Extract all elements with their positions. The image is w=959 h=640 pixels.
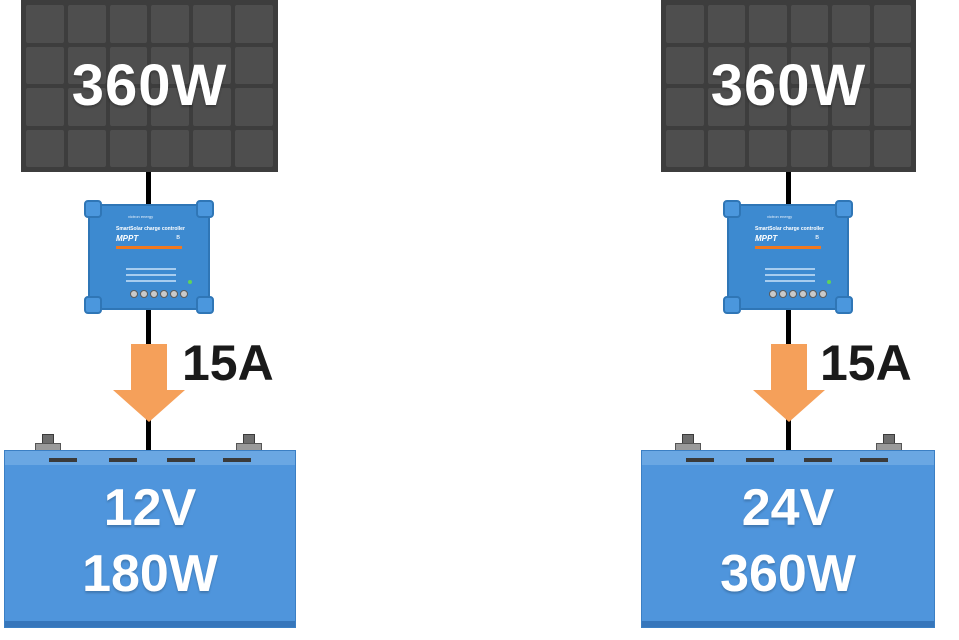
solar-panel-icon: 360W bbox=[21, 0, 278, 172]
battery-power-label: 360W bbox=[720, 545, 856, 603]
controller-type: MPPT bbox=[755, 234, 778, 243]
controller-brand: victron energy bbox=[767, 214, 793, 219]
solar-panel-icon: 360W bbox=[661, 0, 916, 172]
wire-panel-to-controller bbox=[786, 172, 791, 208]
controller-model: SmartSolar charge controller bbox=[116, 226, 185, 232]
panel-power-label: 360W bbox=[710, 53, 867, 118]
charge-current-label: 15A bbox=[182, 335, 274, 391]
bluetooth-icon: ʙ bbox=[176, 234, 180, 241]
battery-icon: 12V 180W bbox=[4, 450, 296, 628]
mppt-controller-icon: victron energy SmartSolar charge control… bbox=[723, 200, 853, 314]
controller-stripe bbox=[116, 246, 182, 249]
controller-model: SmartSolar charge controller bbox=[755, 226, 824, 232]
battery-voltage-label: 12V bbox=[103, 479, 197, 537]
controller-stripe bbox=[755, 246, 821, 249]
charge-current-label: 15A bbox=[820, 335, 912, 391]
status-led-icon bbox=[188, 280, 192, 284]
current-arrow-icon bbox=[753, 344, 825, 422]
battery-icon: 24V 360W bbox=[641, 450, 935, 628]
bluetooth-icon: ʙ bbox=[815, 234, 819, 241]
battery-terminal-negative-icon bbox=[675, 428, 701, 454]
controller-brand: victron energy bbox=[128, 214, 154, 219]
current-arrow-icon bbox=[113, 344, 185, 422]
system-24v: 360W victron energy SmartSolar charge co… bbox=[638, 0, 938, 640]
status-led-icon bbox=[827, 280, 831, 284]
battery-power-label: 180W bbox=[82, 545, 218, 603]
system-12v: 360W victron energy SmartSolar charge co… bbox=[0, 0, 300, 640]
controller-type: MPPT bbox=[116, 234, 139, 243]
battery-voltage-label: 24V bbox=[741, 479, 835, 537]
panel-power-label: 360W bbox=[71, 53, 228, 118]
wire-panel-to-controller bbox=[146, 172, 151, 208]
mppt-controller-icon: victron energy SmartSolar charge control… bbox=[84, 200, 214, 314]
